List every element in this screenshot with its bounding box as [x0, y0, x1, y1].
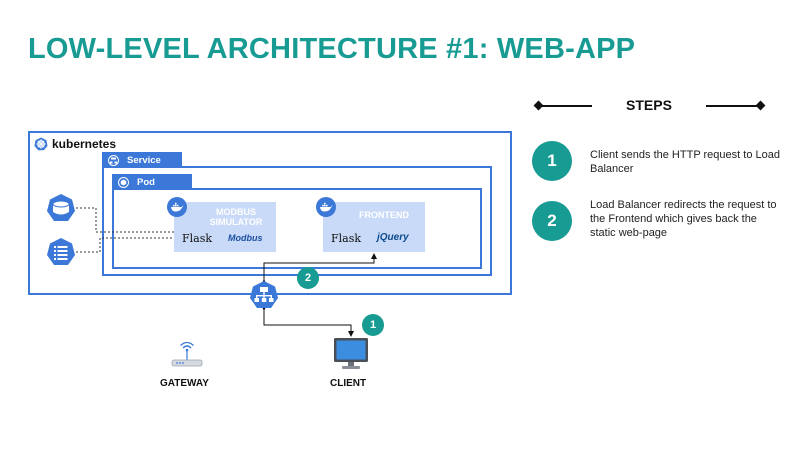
steps-heading: STEPS	[626, 97, 672, 113]
gateway-label: GATEWAY	[160, 378, 209, 389]
jquery-logo: jQuery	[377, 232, 409, 243]
kubernetes-icon	[34, 137, 48, 151]
pod-tab: Pod	[112, 174, 192, 190]
steps-header: STEPS	[533, 96, 766, 116]
load-balancer-icon	[250, 281, 278, 308]
container-name: FRONTEND	[359, 210, 409, 220]
service-icon	[108, 154, 119, 166]
frontend-container: FRONTEND Flask jQuery	[323, 202, 425, 252]
step-number-2: 2	[532, 201, 572, 241]
pod-box	[112, 188, 482, 269]
docker-icon	[167, 197, 187, 217]
flask-logo: Flask	[182, 232, 213, 245]
step-text-1: Client sends the HTTP request to Load Ba…	[590, 149, 780, 175]
storage-volume-icon	[47, 194, 75, 221]
router-icon	[171, 341, 203, 367]
modbus-logo: Modbus	[228, 233, 263, 243]
flow-marker-1: 1	[362, 314, 384, 336]
docker-icon	[316, 197, 336, 217]
monitor-icon	[334, 338, 368, 369]
service-tab: Service	[102, 152, 182, 168]
kubernetes-label: kubernetes	[34, 137, 116, 151]
flow-marker-2: 2	[297, 267, 319, 289]
client-label: CLIENT	[330, 378, 367, 389]
step-text-2: Load Balancer redirects the request to t…	[590, 199, 777, 239]
page-title: LOW-LEVEL ARCHITECTURE #1: WEB-APP	[28, 33, 636, 65]
step-number-1: 1	[532, 141, 572, 181]
container-name: MODBUS SIMULATOR	[209, 207, 263, 227]
pod-icon	[118, 176, 129, 188]
config-map-icon	[47, 238, 75, 265]
arrow-right-icon	[755, 100, 766, 111]
modbus-simulator-container: MODBUS SIMULATOR Flask Modbus	[174, 202, 276, 252]
flask-logo: Flask	[331, 232, 362, 245]
service-label: Service	[127, 154, 161, 166]
pod-label: Pod	[137, 176, 155, 188]
